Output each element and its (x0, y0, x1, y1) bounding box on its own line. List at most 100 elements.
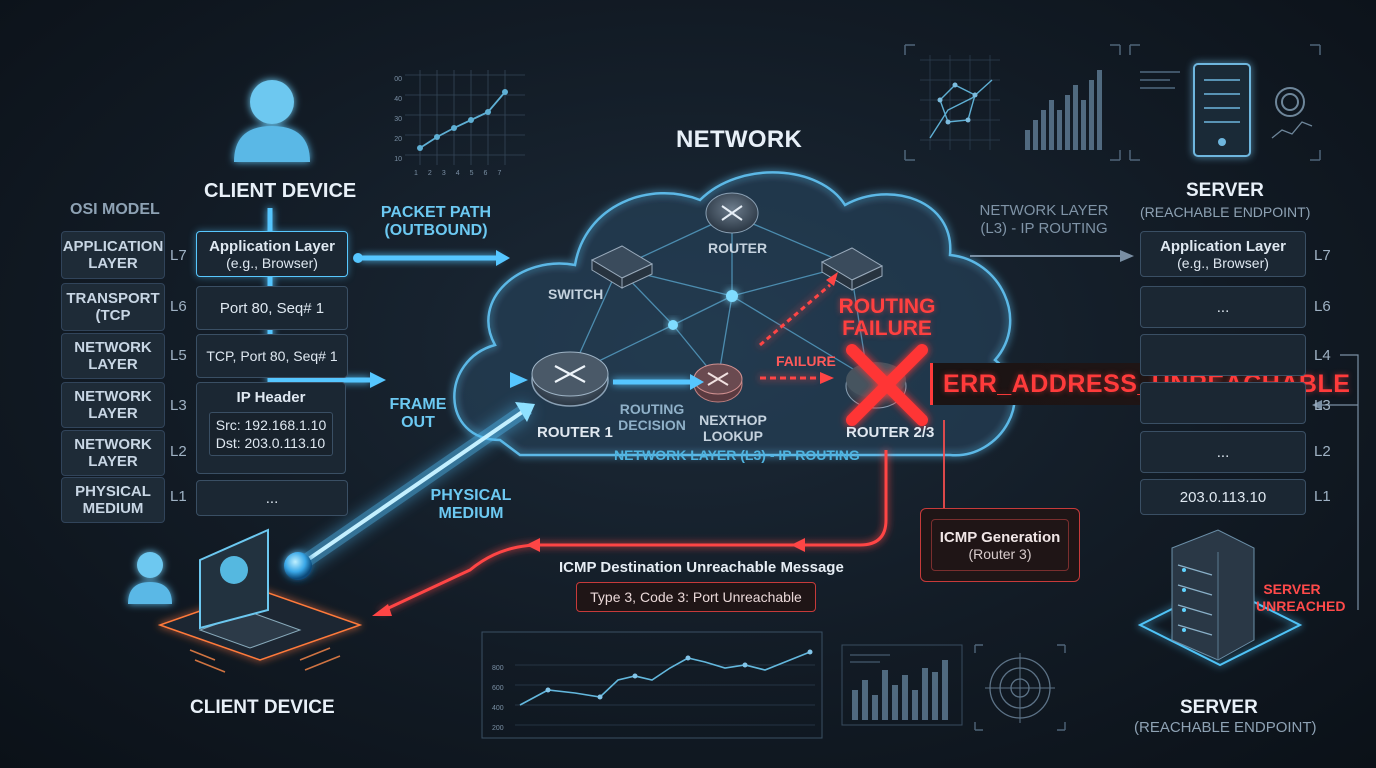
laptop-icon (157, 528, 363, 661)
server-app-title: Application Layer (1160, 237, 1286, 255)
tick: 3 (441, 170, 446, 177)
nexthop-lookup-label: NEXTHOP LOOKUP (699, 412, 767, 444)
client-app-layer-box: Application Layer (e.g., Browser) (196, 231, 348, 277)
deco-panel-radar (904, 44, 1121, 161)
icmp-message: ICMP Destination Unreachable Message (559, 559, 844, 576)
server-layer-num: L3 (1314, 397, 1331, 414)
l6-text: Port 80, Seq# 1 (219, 299, 325, 317)
server-l1-box: 203.0.113.10 (1140, 479, 1306, 515)
osi-layer-application: APPLICATION LAYER (61, 231, 165, 279)
client-device-label-top: CLIENT DEVICE (204, 180, 357, 202)
server-layer-num: L2 (1314, 443, 1331, 460)
tick: 800 (492, 665, 504, 672)
physical-medium-label: PHYSICAL MEDIUM (430, 487, 512, 522)
physical-orb (284, 552, 312, 580)
icmp-detail-box: Type 3, Code 3: Port Unreachable (576, 582, 816, 612)
nexthop-node (693, 363, 743, 403)
tick: 20 (394, 136, 402, 143)
server-layer-num: L6 (1314, 298, 1331, 315)
tick: 600 (492, 685, 504, 692)
ip-header-fields: Src: 192.168.1.10 Dst: 203.0.113.10 (208, 412, 334, 456)
tick: 400 (492, 705, 504, 712)
layer-num: L6 (170, 298, 187, 315)
mini-chart-top-xticks: 1 2 3 4 5 6 7 (414, 170, 501, 177)
icmp-generation-title: ICMP Generation (939, 528, 1061, 546)
ip-header-title: IP Header (236, 389, 306, 406)
tick: 7 (497, 170, 502, 177)
app-layer-title: Application Layer (209, 237, 335, 255)
osi-layer-physical: PHYSICAL MEDIUM (61, 477, 165, 523)
server-l6-box: ... (1140, 286, 1306, 328)
osi-layer-transport: TRANSPORT (TCP (61, 283, 165, 331)
bottom-person-icon (128, 552, 172, 604)
mini-chart-top-yticks: 00 40 30 20 10 (388, 70, 402, 170)
l1-text: ... (265, 489, 279, 507)
ip-src: Src: 192.168.1.10 (215, 417, 327, 433)
deco-panel-target (974, 644, 1066, 731)
packet-path-label: PACKET PATH (OUTBOUND) (380, 204, 492, 239)
router-top-label: ROUTER (708, 240, 768, 256)
mini-line-chart-bottom (481, 631, 823, 739)
server-row-text: ... (1216, 298, 1230, 316)
server-tower-icon (1137, 529, 1303, 667)
layer-num: L3 (170, 397, 187, 414)
osi-layer-network-l2: NETWORK LAYER (61, 430, 165, 476)
network-title: NETWORK (676, 126, 803, 153)
tick: 40 (394, 96, 402, 103)
icmp-detail-text: Type 3, Code 3: Port Unreachable (590, 589, 802, 605)
deco-panel-bars (841, 644, 963, 726)
client-l6-box: Port 80, Seq# 1 (196, 286, 348, 330)
client-l1-box: ... (196, 480, 348, 516)
server-layer-num: L7 (1314, 247, 1331, 264)
server-network-layer-note: NETWORK LAYER (L3) - IP ROUTING (979, 202, 1109, 237)
routing-failure-label: ROUTING FAILURE (838, 295, 936, 340)
tick: 30 (394, 116, 402, 123)
tick: 4 (455, 170, 460, 177)
app-layer-sub: (e.g., Browser) (226, 254, 318, 271)
server-app-sub: (e.g., Browser) (1177, 254, 1269, 271)
failure-arrowheads (372, 272, 838, 616)
client-device-label-bottom: CLIENT DEVICE (190, 697, 335, 718)
switch-node (590, 245, 654, 289)
server-l4-box (1140, 334, 1306, 376)
server-sub-top: (REACHABLE ENDPOINT) (1140, 204, 1311, 220)
mini-line-chart-top (405, 70, 525, 165)
router1-node (531, 351, 609, 407)
client-ip-header-box: IP Header Src: 192.168.1.10 Dst: 203.0.1… (196, 382, 346, 474)
server-l2-box: ... (1140, 431, 1306, 473)
osi-layer-network-l3: NETWORK LAYER (61, 382, 165, 428)
client-person-icon (234, 80, 310, 162)
layer-num: L1 (170, 488, 187, 505)
tick: 1 (414, 170, 418, 177)
tick: 2 (427, 170, 432, 177)
layer-num: L5 (170, 347, 187, 364)
server-unreached-label: SERVER UNREACHED (1256, 581, 1346, 614)
ip-dst: Dst: 203.0.113.10 (215, 435, 326, 451)
server-app-layer-box: Application Layer (e.g., Browser) (1140, 231, 1306, 277)
tick: 00 (394, 76, 402, 83)
tick: 200 (492, 725, 504, 732)
server-layer-num: L4 (1314, 347, 1331, 364)
osi-layer-network-l5: NETWORK LAYER (61, 333, 165, 379)
frame-out-label: FRAME OUT (389, 396, 447, 431)
server-layer-num: L1 (1314, 488, 1331, 505)
icmp-generation-box: ICMP Generation (Router 3) (920, 508, 1080, 582)
client-l5-box: TCP, Port 80, Seq# 1 (196, 334, 348, 378)
router23-label: ROUTER 2/3 (846, 424, 935, 441)
tick: 6 (483, 170, 488, 177)
server-label-bottom: SERVER (1180, 697, 1258, 718)
router1-label: ROUTER 1 (537, 424, 613, 441)
server-row-text: 203.0.113.10 (1179, 488, 1267, 506)
failure-label: FAILURE (776, 353, 836, 369)
switch-node-right (820, 247, 884, 291)
router-top-node (705, 192, 759, 234)
server-row-text: ... (1216, 443, 1230, 461)
server-l3-box (1140, 382, 1306, 424)
layer-num: L7 (170, 247, 187, 264)
osi-model-label: OSI MODEL (70, 201, 160, 218)
l5-text: TCP, Port 80, Seq# 1 (206, 348, 338, 364)
icmp-generation-sub: (Router 3) (968, 545, 1032, 562)
deco-panel-server (1129, 44, 1321, 161)
tick: 10 (394, 156, 402, 163)
